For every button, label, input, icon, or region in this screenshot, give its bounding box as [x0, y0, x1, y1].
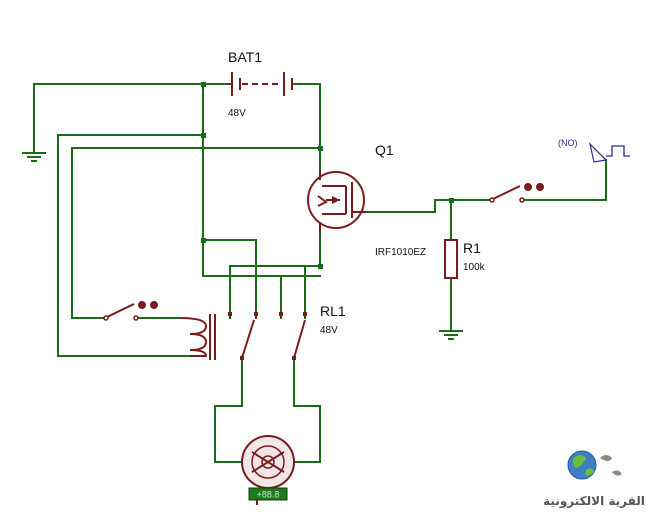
mosfet-ref-label: Q1 [375, 142, 394, 158]
motor-readout-box [248, 487, 288, 501]
ground-symbol-left [22, 152, 46, 162]
junctions [201, 82, 454, 269]
battery-value-label: 48V [228, 108, 246, 119]
wire-ground-left [33, 83, 229, 154]
battery-ref-label: BAT1 [228, 49, 262, 65]
wires [33, 83, 607, 463]
dc-motor[interactable]: +88.8 [241, 435, 295, 505]
wire-switch2-left [71, 147, 105, 319]
wire-main-vertical [202, 83, 321, 277]
switch-left[interactable] [103, 301, 158, 321]
ground-symbol-right [439, 330, 463, 340]
resistor-value-label: 100k [463, 262, 486, 273]
motor-readout: +88.8 [257, 490, 280, 500]
relay-rl1[interactable]: RL1 48V [179, 303, 346, 360]
wire-generator [523, 159, 607, 201]
resistor-ref-label: R1 [463, 240, 481, 256]
wire-coil-bottom [57, 134, 191, 357]
relay-value-label: 48V [320, 325, 338, 336]
resistor-r1[interactable]: R1 100k [444, 239, 486, 279]
wire-battery-drain [292, 83, 321, 171]
wire-motor-right [292, 359, 321, 463]
wire-gate [365, 199, 491, 213]
pulse-generator[interactable]: (NO) [558, 138, 630, 163]
mosfet-q1[interactable]: Q1 IRF1010EZ [307, 142, 426, 258]
wire-motor-left [214, 359, 244, 463]
gear-icon [600, 455, 622, 476]
switch-gate[interactable] [489, 183, 544, 203]
site-logo: القرية الالكترونية [543, 450, 645, 509]
mosfet-part-label: IRF1010EZ [375, 247, 426, 258]
battery-bat1[interactable]: BAT1 48V [228, 49, 293, 119]
globe-icon [567, 450, 597, 480]
generator-state-label: (NO) [558, 138, 578, 148]
relay-ref-label: RL1 [320, 303, 346, 319]
logo-text: القرية الالكترونية [543, 494, 645, 509]
